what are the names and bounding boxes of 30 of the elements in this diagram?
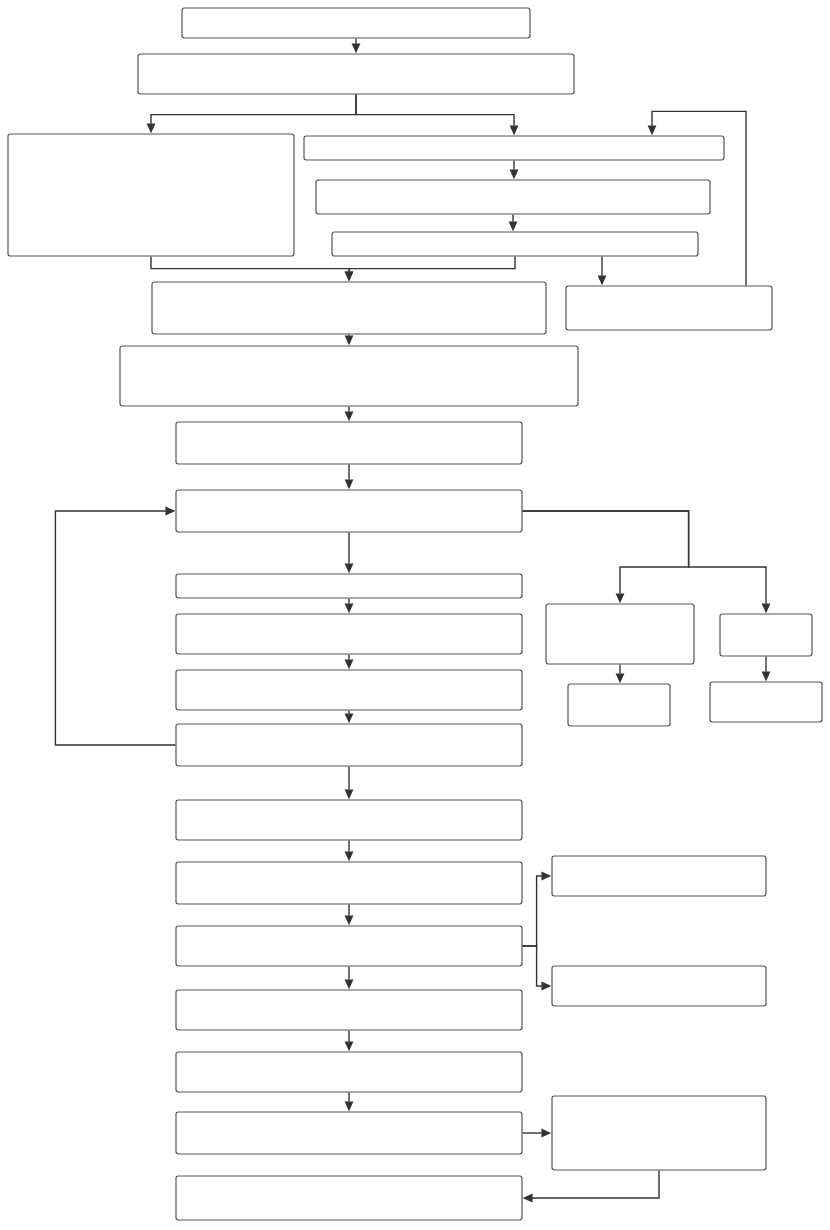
- process-box: [331, 231, 699, 257]
- arrow: [54, 506, 177, 746]
- process-box: [545, 603, 695, 665]
- process-box: [175, 989, 523, 1031]
- process-box: [565, 285, 773, 331]
- process-box: [175, 1175, 523, 1221]
- process-box: [175, 421, 523, 465]
- process-box: [175, 489, 523, 533]
- process-box: [551, 1095, 767, 1171]
- process-box: [175, 1051, 523, 1093]
- process-box: [175, 1111, 523, 1155]
- process-box: [175, 613, 523, 655]
- process-box: [567, 683, 671, 727]
- process-box: [175, 861, 523, 905]
- process-box: [119, 345, 579, 407]
- process-box: [551, 855, 767, 897]
- process-box: [719, 613, 813, 657]
- process-box: [175, 573, 523, 599]
- process-box: [137, 53, 575, 95]
- process-box: [315, 179, 711, 215]
- process-box: [551, 965, 767, 1007]
- process-box: [175, 669, 523, 711]
- process-box: [175, 723, 523, 767]
- process-box: [709, 681, 823, 723]
- process-box: [181, 7, 531, 39]
- process-box: [7, 133, 295, 257]
- process-box: [175, 925, 523, 967]
- process-box: [151, 281, 547, 335]
- process-box: [175, 799, 523, 841]
- process-box: [303, 135, 725, 161]
